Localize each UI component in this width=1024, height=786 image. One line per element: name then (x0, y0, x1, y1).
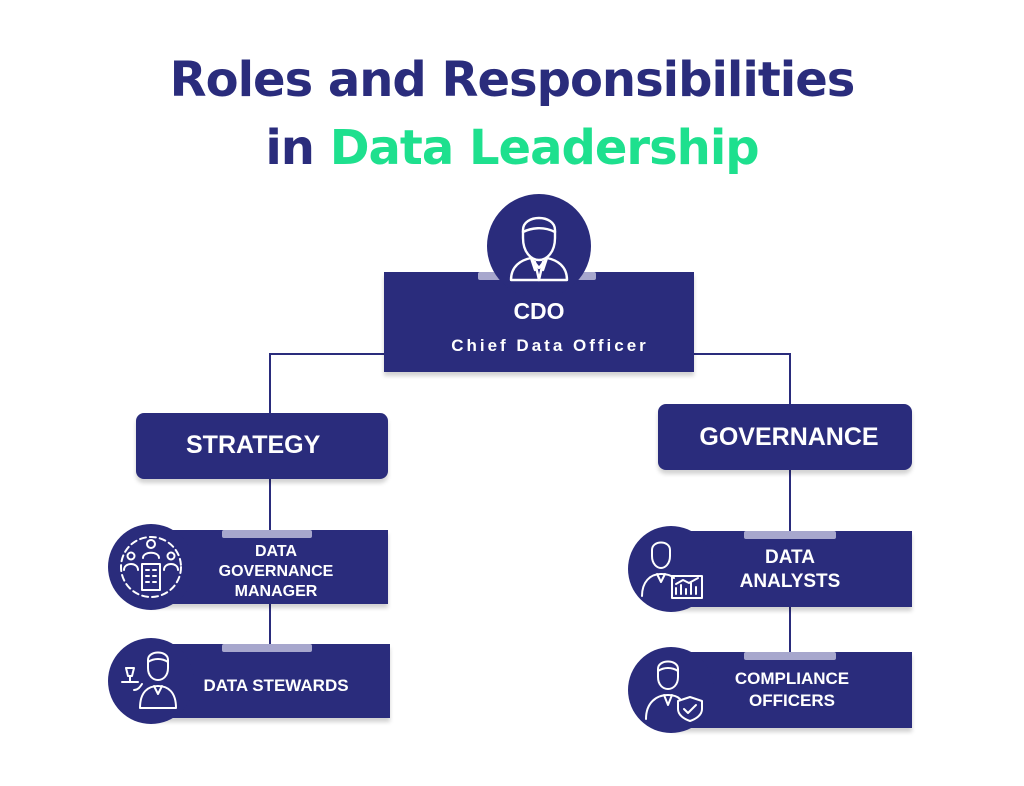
dgm-label: DATA GOVERNANCE MANAGER (198, 542, 354, 602)
da-tab (744, 531, 836, 539)
connector-right-down (789, 353, 791, 405)
connector-strategy-roles (269, 604, 271, 644)
co-icon-circle (628, 647, 714, 733)
team-building-icon (120, 536, 182, 598)
dgm-label-line-2: GOVERNANCE (218, 563, 334, 580)
connector-root-left (270, 353, 384, 355)
connector-governance-down (789, 469, 791, 531)
da-label: DATA ANALYSTS (720, 546, 860, 594)
ds-tab (222, 644, 312, 652)
businessman-icon (509, 216, 569, 282)
connector-strategy-down (269, 478, 271, 530)
analyst-chart-icon (641, 541, 703, 599)
co-tab (744, 652, 836, 660)
dgm-label-line-3: MANAGER (234, 583, 318, 600)
cdo-subtitle: Chief Data Officer (451, 336, 649, 355)
co-label-line-1: COMPLIANCE (734, 669, 850, 688)
governance-box[interactable]: GOVERNANCE (658, 404, 912, 470)
connector-left-down (269, 353, 271, 413)
co-label-line-2: OFFICERS (749, 691, 835, 710)
waiter-icon (121, 651, 177, 709)
dgm-tab (222, 530, 312, 538)
officer-shield-icon (645, 660, 703, 722)
co-label: COMPLIANCE OFFICERS (718, 668, 866, 712)
title-prefix: in (265, 120, 330, 176)
connector-root-right (692, 353, 790, 355)
da-icon-circle (628, 526, 714, 612)
dgm-icon-circle (108, 524, 194, 610)
title-accent: Data Leadership (329, 120, 760, 176)
da-label-line-1: DATA (765, 547, 815, 568)
da-label-line-2: ANALYSTS (739, 571, 841, 592)
cdo-avatar (487, 194, 591, 298)
cdo-title: CDO (513, 298, 565, 324)
dgm-label-line-1: DATA (254, 543, 298, 560)
page-title-line-1: Roles and Responsibilities (169, 52, 856, 108)
ds-icon-circle (108, 638, 194, 724)
page-title-line-2: in Data Leadership (0, 120, 1024, 176)
strategy-label: STRATEGY (186, 431, 321, 459)
governance-label: GOVERNANCE (699, 423, 879, 451)
connector-governance-roles (789, 606, 791, 652)
strategy-box[interactable]: STRATEGY (136, 413, 388, 479)
ds-label: DATA STEWARDS (203, 676, 349, 695)
